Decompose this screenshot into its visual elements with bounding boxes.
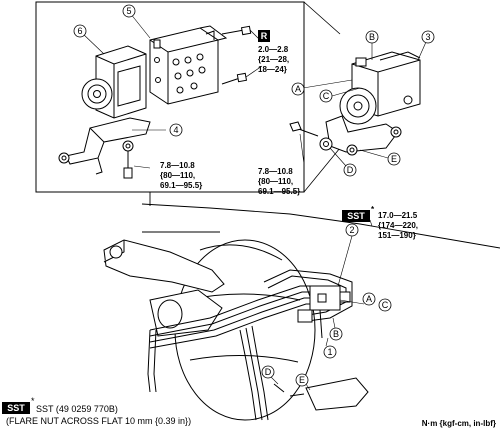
callout-A-upper: A	[291, 82, 305, 96]
svg-text:E: E	[299, 375, 305, 385]
pipe-clip-bracket	[273, 377, 369, 411]
torque-spec-sst: SST * 17.0—21.5 {174—220, 151—190}	[342, 205, 418, 240]
svg-text:2.0—2.8: 2.0—2.8	[258, 45, 289, 54]
svg-text:69.1—95.5}: 69.1—95.5}	[160, 181, 202, 190]
callout-E-lower: E	[295, 373, 309, 387]
svg-text:1: 1	[327, 347, 332, 357]
svg-text:18—24}: 18—24}	[258, 65, 287, 74]
svg-text:{80—110,: {80—110,	[258, 177, 293, 186]
callout-B-upper: B	[365, 30, 379, 44]
sst-footnote: SST * SST (49 0259 770B) (FLARE NUT ACRO…	[2, 396, 191, 426]
svg-text:D: D	[347, 165, 354, 175]
torque-spec-r: R 2.0—2.8 {21—28, 18—24}	[258, 30, 289, 74]
svg-text:*: *	[31, 396, 35, 406]
svg-text:5: 5	[126, 6, 131, 16]
hydraulic-unit-body	[149, 25, 228, 105]
svg-text:2: 2	[349, 225, 354, 235]
svg-text:{80—110,: {80—110,	[160, 171, 195, 180]
svg-text:R: R	[261, 31, 268, 41]
svg-text:6: 6	[77, 26, 82, 36]
callout-E-upper: E	[387, 152, 401, 166]
exploded-view-inset	[35, 1, 341, 193]
svg-text:17.0—21.5: 17.0—21.5	[378, 211, 418, 220]
svg-text:SST: SST	[7, 403, 25, 413]
svg-text:E: E	[391, 154, 397, 164]
svg-text:{174—220,: {174—220,	[378, 221, 418, 230]
svg-text:C: C	[323, 91, 330, 101]
callout-2: 2	[345, 223, 359, 237]
callout-C-upper: C	[319, 89, 333, 103]
svg-text:A: A	[295, 84, 301, 94]
lower-leaders	[269, 219, 373, 391]
svg-text:A: A	[366, 294, 372, 304]
torque-spec-inset-bolt: 7.8—10.8 {80—110, 69.1—95.5}	[133, 161, 202, 190]
callout-3: 3	[421, 30, 435, 44]
pipe-fittings-connector	[297, 285, 351, 339]
callout-C-lower: C	[378, 298, 392, 312]
svg-text:151—190}: 151—190}	[378, 231, 416, 240]
svg-text:(FLARE NUT ACROSS FLAT 10 mm {: (FLARE NUT ACROSS FLAT 10 mm {0.39 in})	[6, 416, 191, 426]
callout-D-lower: D	[261, 365, 275, 379]
svg-text:69.1—95.5}: 69.1—95.5}	[258, 187, 300, 196]
hu-mounting-bolts	[221, 25, 263, 85]
svg-text:B: B	[333, 329, 339, 339]
callout-6: 6	[73, 24, 87, 38]
svg-text:*: *	[371, 205, 375, 214]
callout-A-lower: A	[362, 292, 376, 306]
torque-spec-main-bolt: 7.8—10.8 {80—110, 69.1—95.5}	[258, 133, 305, 196]
callout-leaders	[81, 12, 427, 167]
torque-units: N·m {kgf-cm, in-lbf}	[422, 419, 496, 428]
callout-D-upper: D	[343, 163, 357, 177]
master-cylinder-bracket	[103, 239, 225, 337]
hu-bracket	[58, 117, 151, 179]
vehicle-body-lines	[141, 192, 500, 249]
svg-text:{21—28,: {21—28,	[258, 55, 289, 64]
callout-1: 1	[323, 345, 337, 359]
svg-text:7.8—10.8: 7.8—10.8	[160, 161, 195, 170]
svg-text:3: 3	[425, 32, 430, 42]
assembled-hydraulic-unit	[289, 51, 421, 156]
svg-text:7.8—10.8: 7.8—10.8	[258, 167, 293, 176]
svg-text:D: D	[265, 367, 272, 377]
callout-B-lower: B	[329, 327, 343, 341]
callout-4: 4	[169, 123, 183, 137]
svg-text:C: C	[382, 300, 389, 310]
svg-text:B: B	[369, 32, 375, 42]
svg-text:SST: SST	[347, 211, 365, 221]
abs-motor-unit	[81, 45, 147, 119]
svg-text:4: 4	[173, 125, 178, 135]
callout-5: 5	[122, 4, 136, 18]
svg-text:SST (49 0259 770B): SST (49 0259 770B)	[36, 404, 118, 414]
